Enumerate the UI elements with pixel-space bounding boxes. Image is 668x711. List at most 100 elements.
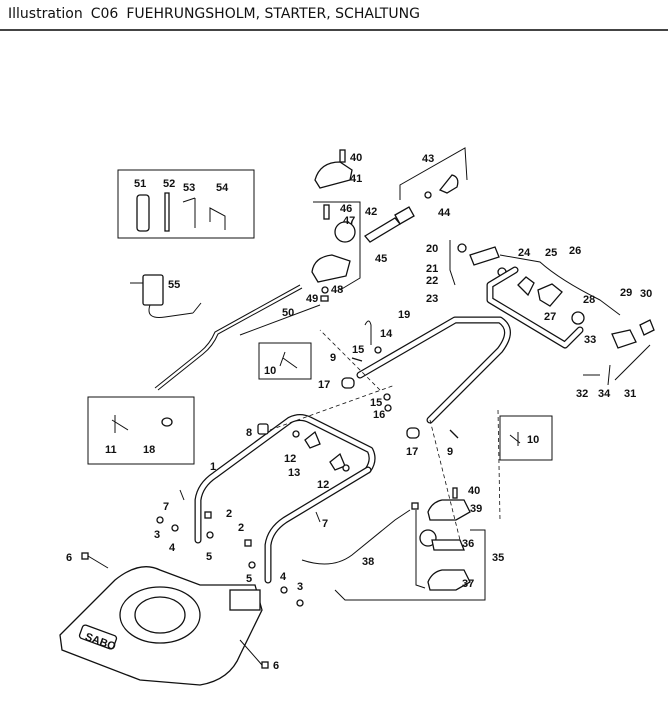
part-52-wrench	[164, 192, 170, 232]
callout-35: 35	[492, 552, 504, 564]
callout-3b: 3	[297, 581, 303, 593]
part-15-washer	[374, 346, 382, 354]
callout-16: 16	[373, 409, 385, 421]
part-36-lever	[431, 539, 465, 551]
callout-39: 39	[470, 503, 482, 515]
callout-4: 4	[169, 542, 176, 554]
callout-46: 46	[340, 203, 352, 215]
part-51-socket	[136, 194, 150, 232]
callout-29: 29	[620, 287, 632, 299]
callout-18: 18	[143, 444, 155, 456]
callout-8: 8	[246, 427, 252, 439]
callout-19: 19	[398, 309, 410, 321]
charger-group: 55	[130, 274, 202, 318]
part-43-coupling	[394, 206, 415, 225]
part-42-spindle	[364, 217, 401, 243]
switch-group: 38 40 39 36 35 37	[301, 485, 504, 601]
part-7-tie	[179, 489, 185, 501]
illustration-code: C06	[90, 6, 119, 22]
callout-20: 20	[426, 243, 438, 255]
part-29-rod	[499, 254, 621, 316]
part-45-housing	[311, 254, 351, 283]
callout-44: 44	[438, 207, 451, 219]
callout-11: 11	[105, 444, 117, 456]
part-54-hex-key	[209, 207, 226, 230]
callout-33: 33	[584, 334, 596, 346]
callout-31: 31	[624, 388, 636, 400]
deck-bracket	[229, 589, 261, 611]
part-40-screw	[339, 149, 346, 163]
part-48-washer	[321, 286, 329, 294]
part-38-cable	[301, 509, 411, 565]
part-8-clip	[257, 423, 269, 435]
callout-15b: 15	[370, 397, 382, 409]
callout-17: 17	[318, 379, 330, 391]
callout-3: 3	[154, 529, 160, 541]
callout-1: 1	[210, 461, 216, 473]
callout-23: 23	[426, 293, 438, 305]
callout-2b: 2	[238, 522, 244, 534]
part-33-switch	[611, 329, 637, 349]
part-17-cap	[341, 377, 355, 389]
part-5-nut	[206, 531, 214, 539]
part-40b-screw	[452, 487, 458, 499]
part-41-cover	[314, 161, 353, 189]
callout-17b: 17	[406, 446, 418, 458]
toolkit-group: 51 52 53 54	[117, 169, 255, 239]
mower-deck-group: SABO 6 6	[59, 552, 279, 686]
bracket-43	[399, 147, 468, 200]
callout-5b: 5	[246, 573, 252, 585]
callout-10b: 10	[527, 434, 539, 446]
callout-22: 22	[426, 275, 438, 287]
charger-cable	[130, 282, 202, 318]
callout-50: 50	[282, 307, 294, 319]
callout-25: 25	[545, 247, 557, 259]
part-37-base	[427, 569, 471, 591]
callout-51: 51	[134, 178, 146, 190]
part-13-knob	[304, 430, 321, 449]
callout-6: 6	[66, 552, 72, 564]
callout-48: 48	[331, 284, 343, 296]
part-2-nut	[204, 511, 212, 519]
callout-36: 36	[462, 538, 474, 550]
callout-26: 26	[569, 245, 581, 257]
part-34-screw	[607, 364, 611, 386]
callout-6b: 6	[273, 660, 279, 672]
upper-handle-group: 19	[356, 309, 511, 424]
brand-plate	[78, 624, 118, 650]
callout-43: 43	[422, 153, 434, 165]
callout-40: 40	[350, 152, 362, 164]
callout-49: 49	[306, 293, 318, 305]
inset-10-top: 10	[258, 342, 312, 380]
inset-10-right: 10	[499, 415, 553, 461]
callout-7b: 7	[322, 518, 328, 530]
part-49-nut	[320, 295, 329, 302]
part-31-pin	[614, 344, 651, 381]
control-group: 20 21 22 23 24 25 26 27 28 29 30 31 32 3…	[426, 240, 655, 400]
part-12-washer	[292, 430, 300, 438]
title-prefix: Illustration	[8, 6, 83, 22]
callout-21: 21	[426, 263, 438, 275]
starter-group: 40 41 43 44 46 47 42 45 48 49	[306, 147, 468, 305]
callout-7: 7	[163, 501, 169, 513]
part-9-bolt	[351, 357, 363, 362]
part-47-ball	[334, 221, 356, 243]
callout-12b: 12	[317, 479, 329, 491]
part-55-charger	[142, 274, 164, 306]
header-rule	[0, 29, 668, 31]
part-50-cable	[154, 284, 301, 389]
callout-9: 9	[330, 352, 336, 364]
part-46-screw	[323, 204, 330, 220]
callout-10: 10	[264, 365, 276, 377]
callout-38: 38	[362, 556, 374, 568]
part-30-clip	[639, 319, 655, 336]
part-24-bushing	[517, 276, 535, 297]
callout-27: 27	[544, 311, 556, 323]
callout-55: 55	[168, 279, 180, 291]
part-44-handle	[438, 174, 459, 194]
callout-54: 54	[216, 182, 229, 194]
title-text: FUEHRUNGSHOLM, STARTER, SCHALTUNG	[126, 6, 420, 22]
part-14-knob	[364, 320, 372, 345]
callout-32: 32	[576, 388, 588, 400]
part-53-allen-key	[182, 197, 196, 228]
